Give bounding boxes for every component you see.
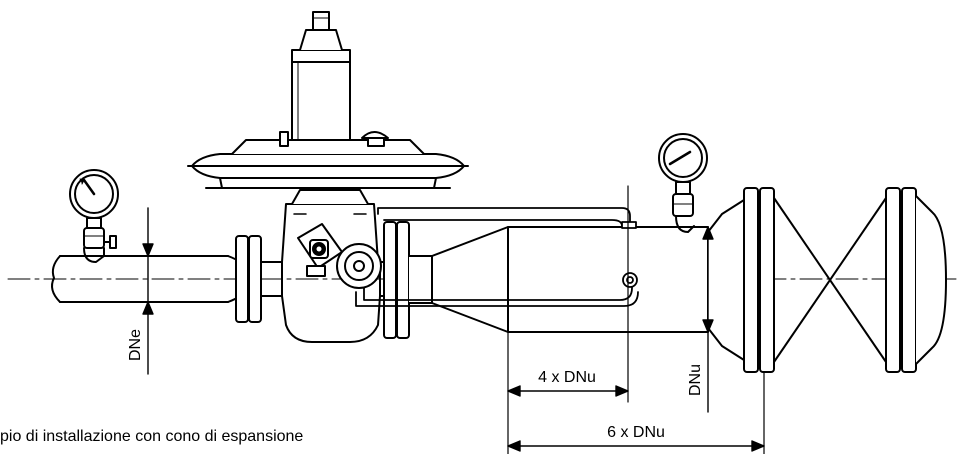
dne-label: DNe — [127, 329, 144, 361]
dnu-label: DNu — [687, 364, 704, 396]
dimension-dne — [142, 207, 154, 375]
outlet-pressure-gauge-icon — [658, 133, 708, 233]
expansion-cone — [408, 226, 709, 333]
sensing-line — [355, 207, 639, 307]
distance-6x-label: 6 x DNu — [607, 424, 665, 441]
diagram-caption: pio di installazione con cono di espansi… — [0, 428, 304, 445]
inlet-pressure-gauge-icon — [69, 169, 119, 263]
regulator-valve — [297, 223, 382, 289]
downstream-valve — [773, 187, 947, 373]
outlet-flange — [383, 221, 410, 339]
dimension-6x-dnu — [507, 440, 765, 452]
outlet-reducer — [707, 199, 745, 361]
regulator-actuator — [187, 11, 469, 205]
inlet-flange — [235, 235, 262, 323]
distance-4x-label: 4 x DNu — [538, 369, 596, 386]
dimension-dnu — [702, 226, 714, 413]
outlet-large-flange — [743, 187, 775, 373]
dimension-4x-dnu — [507, 385, 629, 397]
extension-lines — [507, 185, 765, 454]
